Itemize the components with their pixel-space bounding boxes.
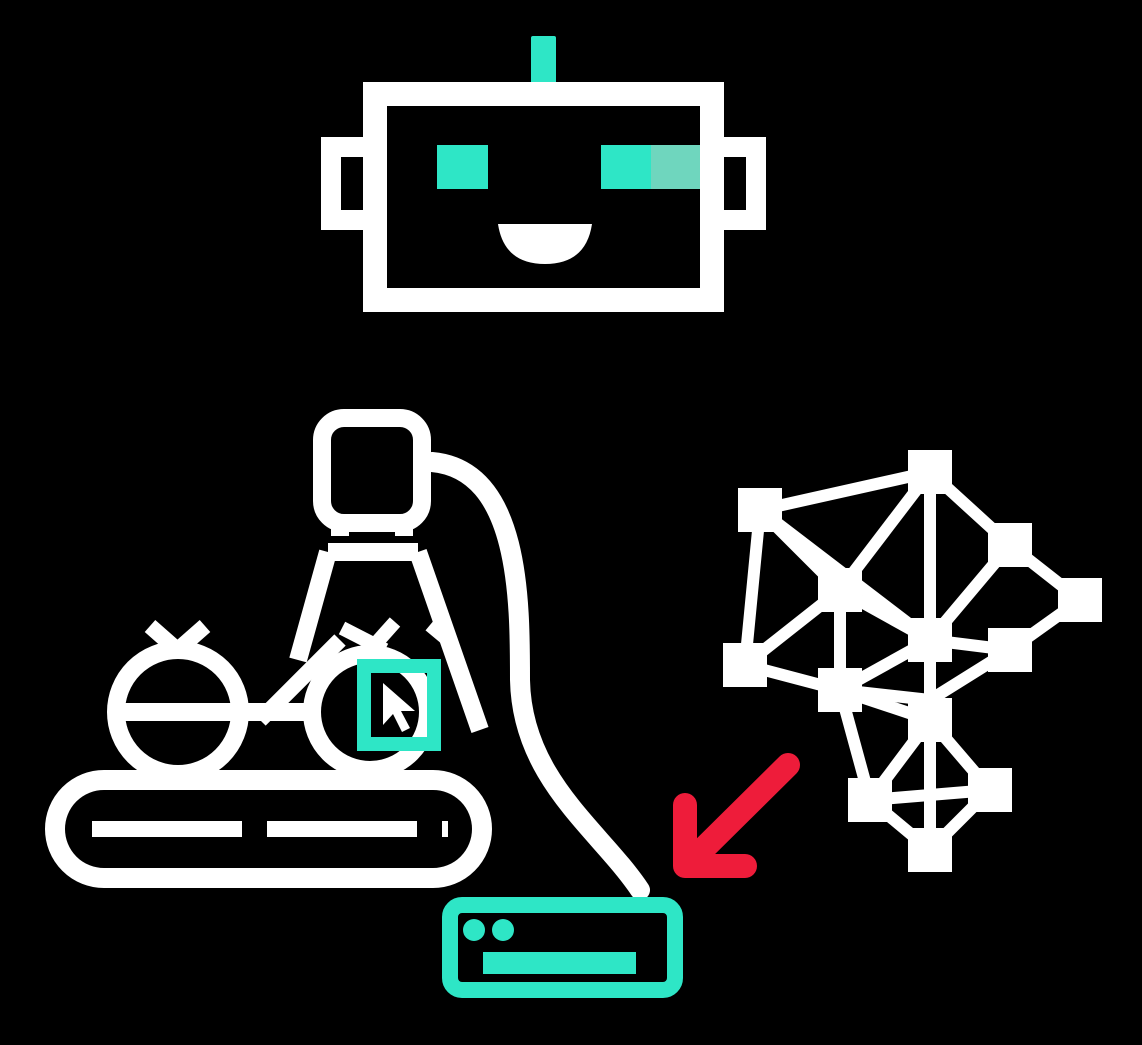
- connector-curve: [422, 452, 650, 900]
- status-panel-frame: [442, 897, 683, 998]
- robot-ear-right: [702, 137, 766, 230]
- machine-module: [357, 659, 441, 751]
- cursor-icon: [383, 683, 415, 732]
- conveyor-machine-icon: [45, 543, 492, 888]
- robot-eye-left: [437, 145, 488, 189]
- robot-antenna: [531, 36, 556, 86]
- robot-head-icon: [321, 36, 766, 312]
- robot-eye-right-glow: [651, 145, 700, 189]
- arrow-icon: [673, 753, 800, 878]
- robot-eye-right: [601, 145, 651, 189]
- robot-head-outline: [363, 82, 724, 312]
- status-bar: [483, 952, 636, 974]
- robot-ear-left: [321, 137, 385, 230]
- status-dot-1: [463, 919, 485, 941]
- conveyor-belt: [45, 770, 492, 888]
- network-nodes: [723, 450, 1102, 872]
- monitor-node-icon: [313, 409, 431, 536]
- robot-smile: [498, 224, 592, 264]
- status-dot-2: [492, 919, 514, 941]
- status-panel-icon: [442, 897, 683, 998]
